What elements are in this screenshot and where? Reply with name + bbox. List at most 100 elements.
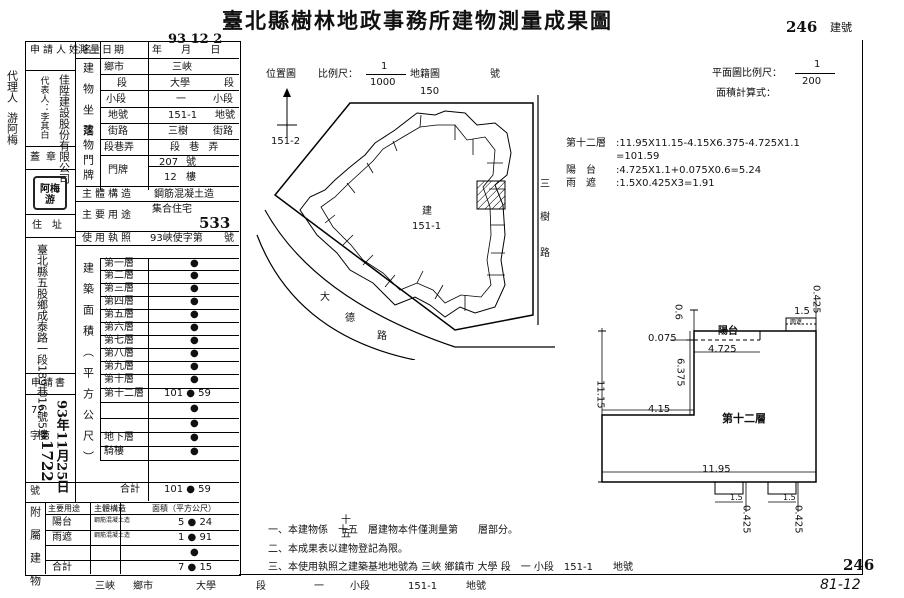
street-label: 街路 [108, 126, 128, 137]
location-map-label: 位置圖 [266, 69, 296, 80]
dim-11-95: 11.95 [702, 464, 731, 475]
structure-value: 鋼筋混凝土造 [154, 189, 214, 200]
building-lot: 151-1 [412, 221, 442, 232]
plan-floor-label: 第十二層 [722, 412, 766, 425]
road-shu: 樹 [540, 212, 550, 223]
floor-label: 第七層 [104, 335, 134, 346]
location-group-label: 建物坐落 [81, 62, 95, 146]
floor-label: 第二層 [104, 270, 134, 281]
annex-structure: 鋼筋混凝土造 [94, 517, 131, 524]
document-title: 臺北縣樹林地政事務所建物測量成果圖 [222, 8, 613, 33]
lane-value: 段 巷 弄 [170, 142, 219, 153]
city-value: 三峽 [172, 62, 192, 73]
applicant-label: 申請人姓名 [30, 45, 95, 56]
city-label: 鄉市 [104, 62, 124, 73]
calc-formula: :11.95X11.15-4.15X6.375-4.725X1.1 [616, 138, 800, 149]
subsection-suffix: 小段 [213, 94, 233, 105]
application-date: 93年11月25日 [53, 400, 69, 494]
dim-0-425-b2: 0.425 [792, 505, 804, 534]
floor-area-value: ● [190, 432, 199, 443]
floor-label: 第九層 [104, 361, 134, 372]
plan-scale-den: 200 [802, 76, 822, 87]
lot-suffix: 地號 [215, 110, 235, 121]
dim-4-15: 4.15 [648, 404, 671, 415]
floor-label: 第五層 [104, 309, 134, 320]
footer-subsection: 一 [314, 581, 324, 592]
floor-area-value: ● [190, 374, 199, 385]
applicant-name: 佳陞建設股份有限公司 [57, 74, 71, 184]
address-value: 臺北縣五股鄉成泰路一段189巷16號5樓 [35, 244, 49, 440]
license-value: 93峽使字第 [150, 233, 203, 244]
floor-label: 第一層 [104, 258, 134, 269]
note-3: 三、本使用執照之建築基地地號為 三峽 鄉鎮市 大學 段 一 小段 151-1 地… [268, 562, 633, 573]
annex-area: 5 ● 24 [178, 517, 213, 528]
floor-area-value: ● [190, 361, 199, 372]
lot-left: 151-2 [271, 136, 301, 147]
door-floor: 12 [164, 172, 177, 183]
license-label: 使用執照 [82, 233, 134, 244]
annex-header-structure: 主體構造 [94, 504, 126, 513]
annex-header-use: 主要用途 [48, 504, 80, 513]
agent-name: 游阿梅 [5, 112, 19, 145]
street-value: 三樹 [168, 126, 188, 137]
floor-label: 第八層 [104, 348, 134, 359]
floor-area-value: ● [190, 335, 199, 346]
area-group-label: 建築面積（平方公尺） [81, 262, 95, 472]
road-san: 三 [540, 179, 550, 190]
subsection-label: 小段 [106, 94, 126, 105]
footer-lot-suffix: 地號 [466, 581, 486, 592]
dim-1-5-top: 1.5 [794, 306, 810, 317]
cadastral-map-label: 地籍圖 [410, 69, 440, 80]
floor-label: 地下層 [104, 432, 134, 443]
annex-use: 雨遮 [52, 532, 72, 543]
plan-scale-label: 平面圖比例尺： [712, 68, 782, 79]
applicant-rep: 代表人：李其白 [38, 76, 49, 139]
lane-label: 段巷弄 [104, 142, 134, 153]
door-group-label: 建物門牌 [81, 124, 95, 184]
location-map [256, 88, 555, 360]
floor-area-value: ● [190, 283, 199, 294]
road-lu: 路 [377, 331, 387, 342]
floor-area-value: 101 ● 59 [164, 388, 211, 399]
survey-date-label: 測量日期 [78, 45, 126, 56]
application-no-suffix: 號 [30, 486, 40, 497]
plan-scale-num: 1 [814, 59, 821, 70]
floor-label: 合計 [120, 484, 140, 495]
footer-section: 大學 [196, 581, 216, 592]
dim-1-5-b1: 1.5 [730, 493, 743, 502]
floor-area-value: ● [190, 418, 199, 429]
survey-date-value: 93 12 2 [168, 32, 223, 47]
dim-0-425-top: 0.425 [810, 285, 822, 314]
structure-label: 主體構造 [82, 189, 134, 200]
corner-number: 246 [843, 556, 875, 574]
floor-plan [598, 300, 817, 512]
subsection-value: 一 [176, 94, 186, 105]
dim-0-425-b1: 0.425 [740, 505, 752, 534]
seal-stamp: 阿梅游 [33, 176, 67, 210]
license-suffix: 號 [224, 233, 234, 244]
dim-0-075: 0.075 [648, 333, 677, 344]
footer-lot: 151-1 [408, 581, 438, 592]
door-number: 207 [159, 157, 179, 168]
floor-label: 第六層 [104, 322, 134, 333]
calc-label: 雨 遮 [566, 178, 596, 189]
footer-subsection-suffix: 小段 [350, 581, 370, 592]
annex-area: ● [190, 547, 199, 558]
annex-structure: 鋼筋混凝土造 [94, 532, 131, 539]
agent-label: 代理人 [5, 70, 19, 103]
note-1: 一、本建物係 十五 層建物本件僅測量第 層部分。 [268, 525, 518, 536]
use-value: 集合住宅 [152, 204, 192, 215]
application-word: 字第 [30, 431, 50, 442]
note-floor-top: 十 [341, 515, 351, 526]
annex-use: 合計 [52, 562, 72, 573]
floor-label: 第十層 [104, 374, 134, 385]
door-number-suffix: 號 [186, 157, 196, 168]
footer-city: 三峽 [95, 581, 115, 592]
annex-use: 陽台 [52, 517, 72, 528]
cadastral-map-no-label: 號 [490, 69, 500, 80]
floor-area-value: ● [190, 322, 199, 333]
door-floor-suffix: 樓 [186, 172, 196, 183]
calc-label: 陽 台 [566, 165, 596, 176]
dim-6-375: 6.375 [674, 358, 686, 387]
floor-area-value: ● [190, 258, 199, 269]
